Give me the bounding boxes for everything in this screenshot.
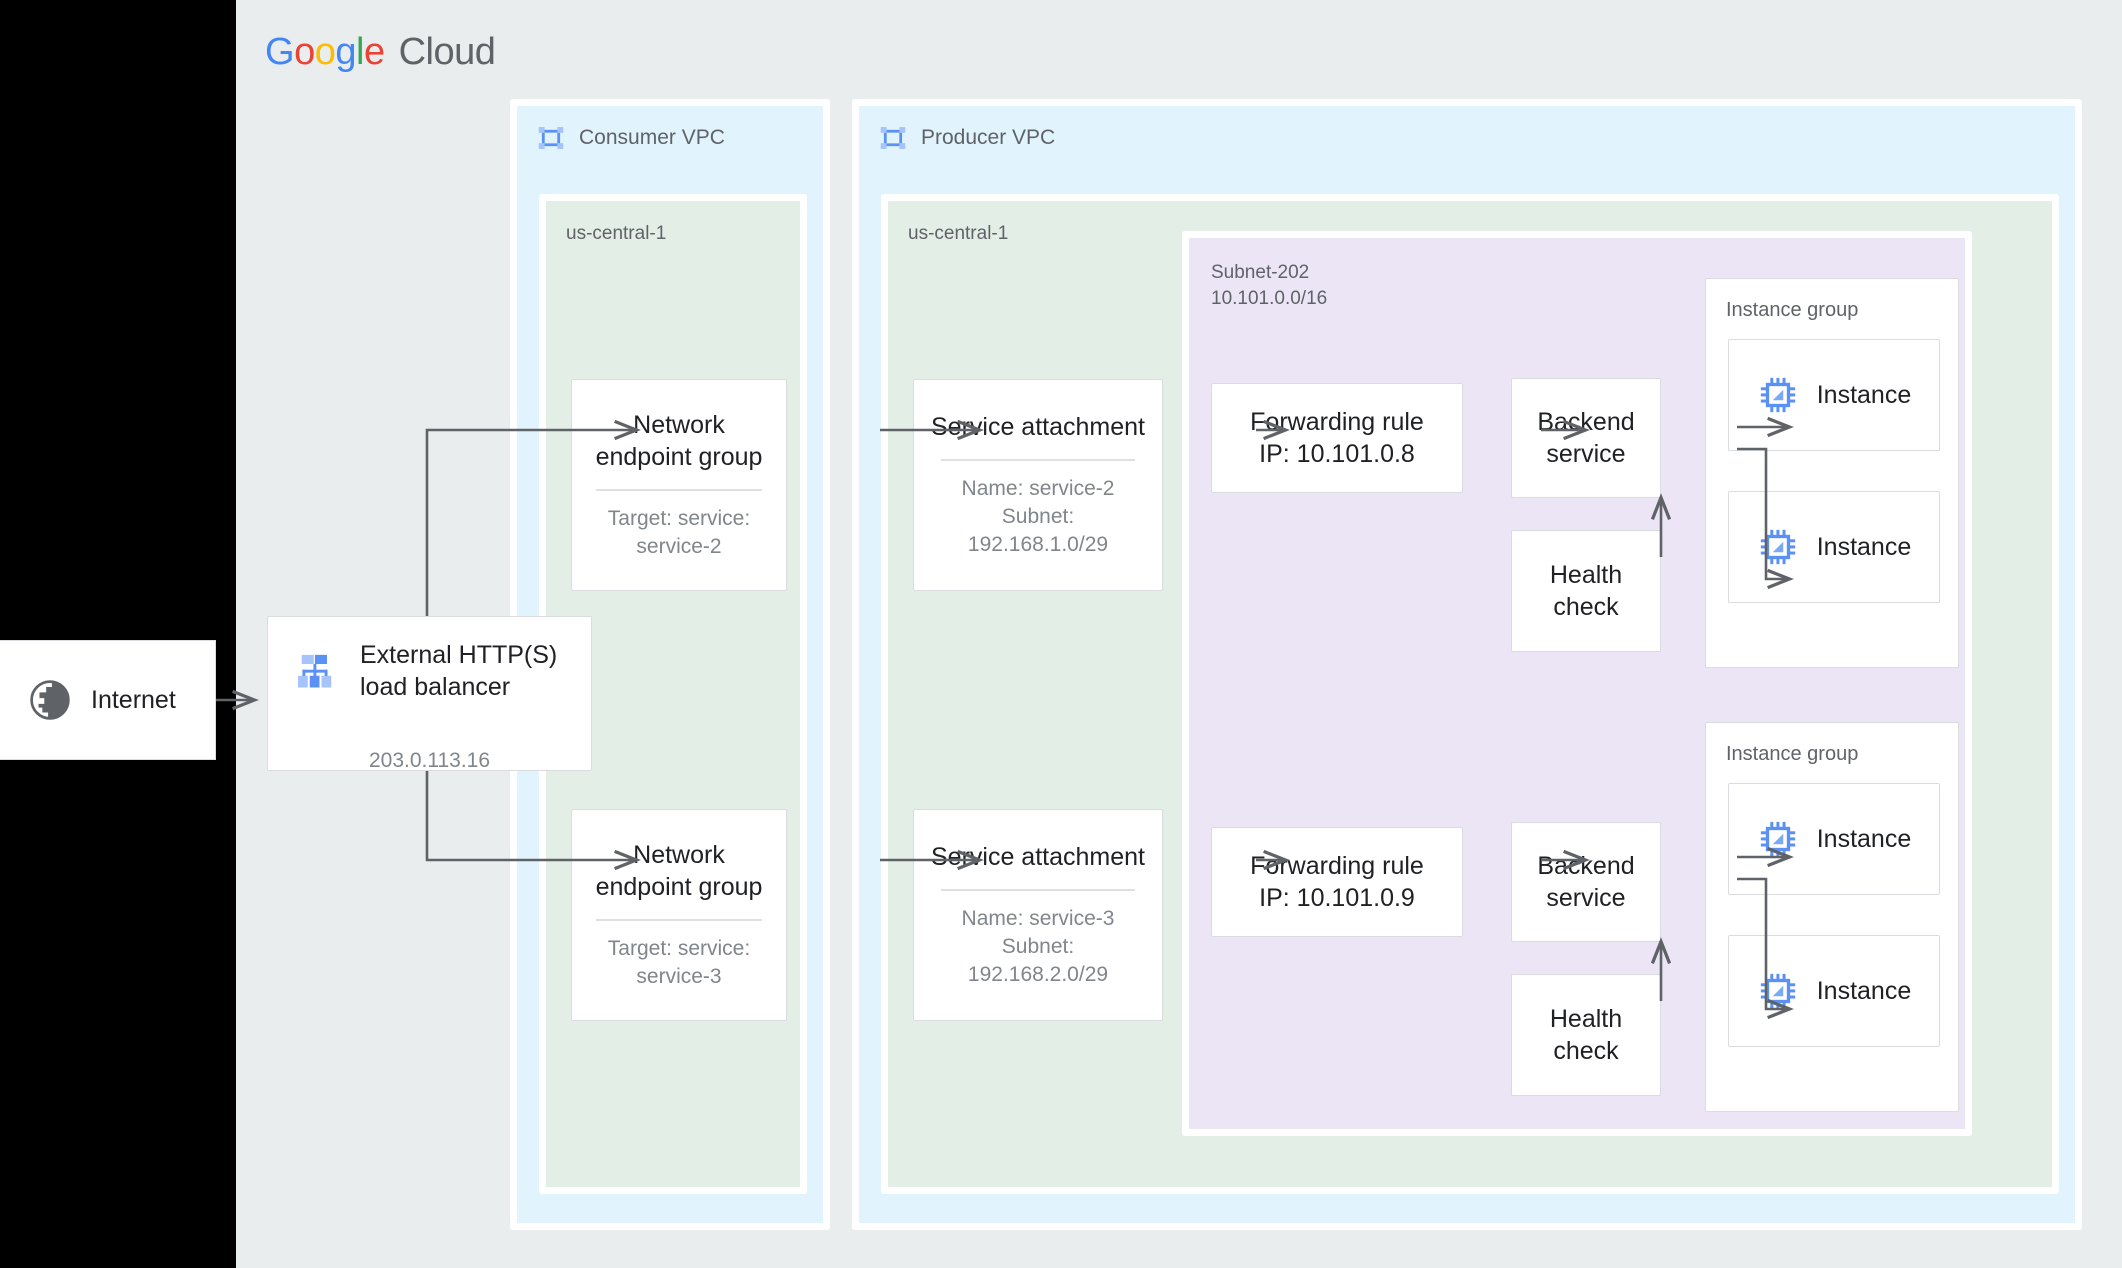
lb-title-line2: load balancer	[360, 673, 511, 701]
google-cloud-logo: G o o g l e Cloud	[265, 30, 496, 74]
hc-bottom-line1: Health	[1549, 1005, 1623, 1033]
instance-icon	[1760, 377, 1795, 413]
instance-group-bottom-label: Instance group	[1726, 743, 1859, 765]
logo-letter-e: e	[363, 30, 385, 73]
logo-letter-l: l	[355, 30, 364, 73]
fr-bottom-line2: IP: 10.101.0.9	[1259, 884, 1415, 912]
neg-bottom-title-line2: endpoint group	[595, 873, 763, 902]
subnet-label: Subnet-202 10.101.0.0/16	[1211, 260, 1327, 312]
subnet-container: Subnet-202 10.101.0.0/16 Forwarding rule…	[1182, 231, 1972, 1136]
fr-bottom-line1: Forwarding rule	[1250, 852, 1424, 880]
subnet-cidr: 10.101.0.0/16	[1211, 288, 1328, 310]
network-endpoint-group-top[interactable]: Network endpoint group Target: service: …	[571, 379, 787, 591]
bs-top-line2: service	[1546, 440, 1626, 468]
load-balancer-icon	[298, 654, 332, 688]
bs-top-line1: Backend	[1537, 408, 1635, 436]
forwarding-rule-bottom[interactable]: Forwarding rule IP: 10.101.0.9	[1211, 827, 1463, 937]
subnet-name: Subnet-202	[1211, 262, 1310, 283]
forwarding-rule-top[interactable]: Forwarding rule IP: 10.101.0.8	[1211, 383, 1463, 493]
instance-group-top: Instance group	[1705, 278, 1959, 668]
neg-bottom-sub-line1: Target: service:	[607, 936, 751, 960]
sa-top-sub-line2: Subnet:	[1001, 504, 1075, 528]
producer-vpc-label: Producer VPC	[921, 126, 1056, 149]
instance-icon	[1760, 973, 1795, 1009]
internet-label: Internet	[91, 686, 176, 714]
service-attachment-top[interactable]: Service attachment Name: service-2 Subne…	[913, 379, 1163, 591]
neg-bottom-sub-line2: service-3	[636, 964, 722, 988]
instance-top-1[interactable]: Instance	[1728, 339, 1940, 451]
vpc-icon	[538, 127, 564, 149]
sa-top-sub-line1: Name: service-2	[961, 476, 1115, 500]
hc-bottom-line2: check	[1553, 1037, 1619, 1065]
instance-top-2-label: Instance	[1816, 533, 1912, 561]
producer-region-container: us-central-1 Service attachment Name: se…	[881, 194, 2059, 1194]
backend-service-top[interactable]: Backend service	[1511, 378, 1661, 498]
lb-ip-address: 203.0.113.16	[368, 749, 491, 772]
producer-vpc-container: Producer VPC us-central-1 Service attach…	[852, 99, 2082, 1230]
health-check-top[interactable]: Health check	[1511, 530, 1661, 652]
producer-region-label: us-central-1	[908, 223, 1009, 244]
instance-group-top-label: Instance group	[1726, 299, 1859, 321]
hc-top-line1: Health	[1549, 561, 1623, 589]
neg-top-title-line1: Network	[633, 411, 725, 440]
consumer-vpc-label: Consumer VPC	[579, 126, 725, 149]
vpc-icon	[880, 127, 906, 149]
instance-bottom-2[interactable]: Instance	[1728, 935, 1940, 1047]
instance-bottom-2-label: Instance	[1816, 977, 1912, 1005]
sa-bottom-sub-line1: Name: service-3	[961, 906, 1115, 930]
fr-top-line2: IP: 10.101.0.8	[1259, 440, 1415, 468]
neg-bottom-title-line1: Network	[633, 841, 725, 870]
instance-group-bottom: Instance group	[1705, 722, 1959, 1112]
sa-top-sub-line3: 192.168.1.0/29	[967, 532, 1109, 556]
sa-bottom-sub-line3: 192.168.2.0/29	[967, 962, 1109, 986]
lb-title-line1: External HTTP(S)	[360, 641, 558, 669]
neg-top-title-line2: endpoint group	[595, 443, 763, 472]
instance-icon	[1760, 529, 1795, 565]
divider	[941, 459, 1135, 461]
consumer-region-label: us-central-1	[566, 223, 667, 244]
instance-bottom-1[interactable]: Instance	[1728, 783, 1940, 895]
instance-top-1-label: Instance	[1816, 381, 1912, 409]
consumer-vpc-header: Consumer VPC	[537, 124, 725, 152]
sa-top-title: Service attachment	[931, 413, 1145, 442]
health-check-bottom[interactable]: Health check	[1511, 974, 1661, 1096]
divider	[941, 889, 1135, 891]
external-http-load-balancer[interactable]: External HTTP(S) load balancer 203.0.113…	[267, 616, 592, 772]
network-endpoint-group-bottom[interactable]: Network endpoint group Target: service: …	[571, 809, 787, 1021]
globe-icon	[30, 680, 70, 720]
service-attachment-bottom[interactable]: Service attachment Name: service-3 Subne…	[913, 809, 1163, 1021]
logo-cloud-word: Cloud	[398, 30, 496, 73]
producer-vpc-header: Producer VPC	[879, 124, 1055, 152]
google-cloud-panel: G o o g l e Cloud Consumer	[236, 0, 2122, 1268]
sa-bottom-title: Service attachment	[931, 843, 1145, 872]
backend-service-bottom[interactable]: Backend service	[1511, 822, 1661, 942]
divider	[595, 489, 763, 491]
instance-bottom-1-label: Instance	[1816, 825, 1912, 853]
internet-node[interactable]: Internet	[0, 640, 216, 760]
neg-top-sub-line2: service-2	[636, 534, 722, 558]
logo-letter-o1: o	[294, 30, 315, 73]
instance-icon	[1760, 821, 1795, 857]
instance-top-2[interactable]: Instance	[1728, 491, 1940, 603]
logo-letter-o2: o	[314, 30, 336, 73]
bs-bottom-line2: service	[1546, 884, 1626, 912]
sa-bottom-sub-line2: Subnet:	[1001, 934, 1075, 958]
fr-top-line1: Forwarding rule	[1250, 408, 1424, 436]
hc-top-line2: check	[1553, 593, 1619, 621]
bs-bottom-line1: Backend	[1537, 852, 1635, 880]
logo-letter-g1: G	[265, 30, 295, 73]
neg-top-sub-line1: Target: service:	[607, 506, 751, 530]
logo-letter-g2: g	[335, 30, 356, 73]
divider	[595, 919, 763, 921]
